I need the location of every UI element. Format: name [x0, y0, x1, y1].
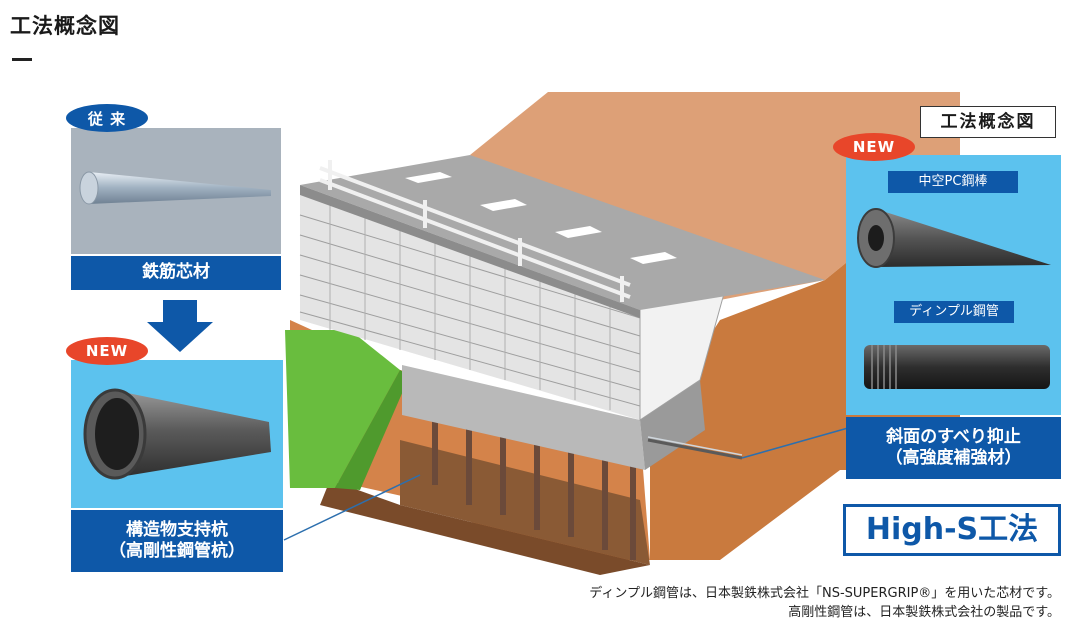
pile: [630, 448, 636, 560]
pile: [568, 432, 574, 537]
reinforcement-caption-line1: 斜面のすべり抑止: [886, 426, 1021, 447]
pile: [466, 405, 472, 505]
reinforcement-caption: 斜面のすべり抑止 （高強度補強材）: [846, 417, 1061, 479]
rebar-end: [79, 171, 99, 205]
pile-caption-line2: （高剛性鋼管杭）: [109, 541, 245, 561]
road-deck-edge: [300, 185, 640, 318]
pile: [432, 395, 438, 485]
title-underline: [12, 58, 32, 61]
reinforcement-rod-shine: [647, 436, 743, 456]
leader-line-pile: [283, 474, 421, 541]
reinforcement-rod: [647, 438, 743, 460]
conventional-caption-text: 鉄筋芯材: [142, 262, 210, 283]
lane-markings: [405, 172, 677, 264]
pc-bar-hole: [868, 225, 884, 251]
soil-bottom: [320, 480, 650, 575]
reinforcement-photo-panel: 中空PC鋼棒 ディンプル鋼管: [846, 155, 1061, 415]
guardrail: [319, 160, 631, 302]
rebar-body: [89, 172, 271, 204]
down-arrow-icon: [147, 300, 213, 352]
pipe-inner: [95, 398, 139, 470]
page-title: 工法概念図: [10, 14, 120, 38]
dimple-threads: [871, 345, 897, 389]
footing-front: [402, 365, 645, 470]
grass-slope: [285, 330, 400, 488]
footnote-1: ディンプル鋼管は、日本製鉄株式会社「NS-SUPERGRIP®」を用いた芯材です…: [589, 586, 1060, 601]
hollow-pc-bar-photo: [857, 208, 1051, 268]
pile: [534, 425, 540, 530]
dimple-pipe-label: ディンプル鋼管: [894, 301, 1014, 323]
diagram-title: 工法概念図: [920, 106, 1056, 138]
leader-line-rod: [741, 427, 849, 459]
footnote-2: 高剛性鋼管は、日本製鉄株式会社の製品です。: [788, 605, 1060, 620]
pipe-body: [113, 390, 271, 478]
rebar-photo: [79, 171, 271, 205]
pile-photo-panel: [71, 360, 283, 508]
dimple-pipe-photo: [864, 345, 1050, 389]
pile-caption-line1: 構造物支持杭: [126, 519, 228, 540]
pile: [602, 440, 608, 550]
footing-side: [640, 380, 705, 470]
soil-front-face: [400, 440, 650, 565]
method-name-box: High-S工法: [843, 504, 1061, 556]
pc-bar-body: [876, 209, 1051, 267]
conventional-caption: 鉄筋芯材: [71, 256, 281, 290]
brick-verticals: [329, 204, 611, 410]
pile: [500, 415, 506, 515]
reinforcement-caption-line2: （高強度補強材）: [885, 448, 1022, 468]
pile-caption: 構造物支持杭 （高剛性鋼管杭）: [71, 510, 283, 572]
conventional-badge: 従 来: [66, 104, 148, 132]
reinforcement-new-badge: NEW: [833, 133, 915, 161]
dimple-pipe-body: [864, 345, 1050, 389]
support-piles: [432, 395, 636, 560]
hollow-pc-bar-label: 中空PC鋼棒: [888, 171, 1018, 193]
pile-new-badge: NEW: [66, 337, 148, 365]
conventional-photo-panel: [71, 128, 281, 254]
grass-slope-dark: [335, 370, 410, 490]
steel-pipe-photo: [83, 388, 271, 480]
